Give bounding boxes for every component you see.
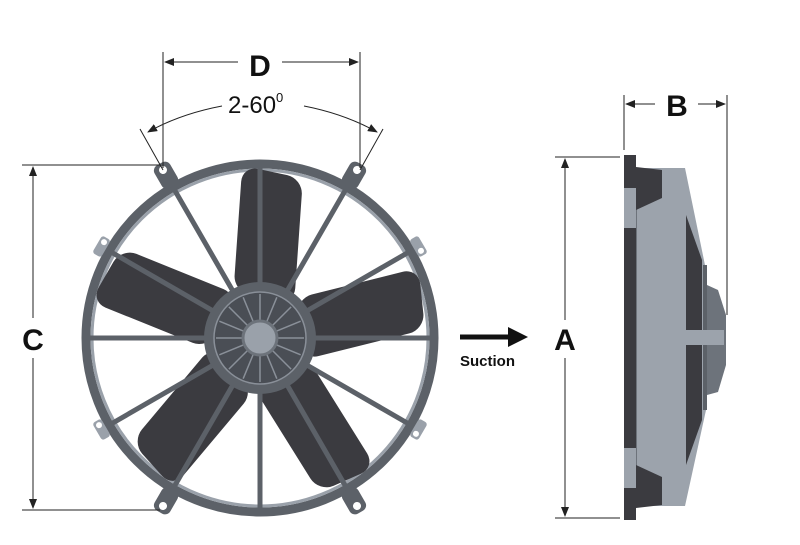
upper-bracket xyxy=(636,167,662,210)
frame-spoke xyxy=(285,384,348,487)
blade-profile-upper xyxy=(686,215,702,330)
mount-plate xyxy=(624,155,636,520)
hub-rib xyxy=(228,350,248,370)
hub-rib xyxy=(228,306,248,326)
clip-tab xyxy=(93,419,110,440)
fan-blade xyxy=(234,168,302,302)
frame-spoke xyxy=(111,363,214,426)
motor-shaft-cap xyxy=(241,319,279,357)
fan-side-view xyxy=(624,155,726,520)
dimension-b: B xyxy=(623,90,728,315)
dimension-angle: 2-600 xyxy=(139,90,384,171)
frame-spoke xyxy=(172,384,235,487)
mount-hole xyxy=(353,165,361,174)
frame-spokes xyxy=(90,168,430,508)
suction-label: Suction xyxy=(460,353,515,370)
frame-spoke xyxy=(285,189,348,292)
frame-spoke xyxy=(306,363,409,426)
dimension-c: C xyxy=(22,164,160,511)
clip-tab xyxy=(93,236,110,257)
mounting-tab xyxy=(341,161,367,189)
hub-ribs xyxy=(216,294,304,382)
lower-bracket xyxy=(636,465,662,508)
frame-spoke xyxy=(306,250,409,313)
clip-tab xyxy=(410,419,427,440)
mounting-tab xyxy=(153,487,179,515)
hub-rib xyxy=(266,297,278,322)
hub-rib xyxy=(276,320,301,332)
angle-label: 2-60 xyxy=(228,92,276,119)
fan-blade xyxy=(96,252,233,345)
clip-tab xyxy=(410,236,427,257)
outer-shroud-ring xyxy=(81,159,439,517)
airflow-indicator: Suction xyxy=(460,327,528,370)
hub-rib xyxy=(266,354,278,379)
label-c: C xyxy=(22,324,44,357)
svg-text:2-600: 2-600 xyxy=(228,90,283,119)
hub-rib xyxy=(219,320,244,332)
frame-spoke xyxy=(172,189,235,292)
fan-blade xyxy=(297,271,424,357)
fan-blades xyxy=(96,168,424,488)
mounting-tab xyxy=(341,487,367,515)
label-b: B xyxy=(666,90,688,123)
hub-rib xyxy=(276,344,301,356)
hub-rib xyxy=(272,306,292,326)
dimension-a: A xyxy=(554,156,620,519)
hub-rib xyxy=(242,354,254,379)
angle-degree-mark: 0 xyxy=(276,90,283,105)
label-a: A xyxy=(554,324,576,357)
fan-front-view xyxy=(81,159,439,517)
mount-hole xyxy=(353,502,361,511)
label-d: D xyxy=(249,50,271,83)
mount-hole xyxy=(159,502,167,511)
frame-spoke xyxy=(111,250,214,313)
hub-rib xyxy=(242,297,254,322)
fan-blade xyxy=(137,352,248,481)
blade-profile-lower xyxy=(686,345,702,465)
fan-blade xyxy=(258,365,370,488)
hub-rib xyxy=(272,350,292,370)
dimension-d: D xyxy=(162,50,361,168)
hub-rib xyxy=(219,344,244,356)
